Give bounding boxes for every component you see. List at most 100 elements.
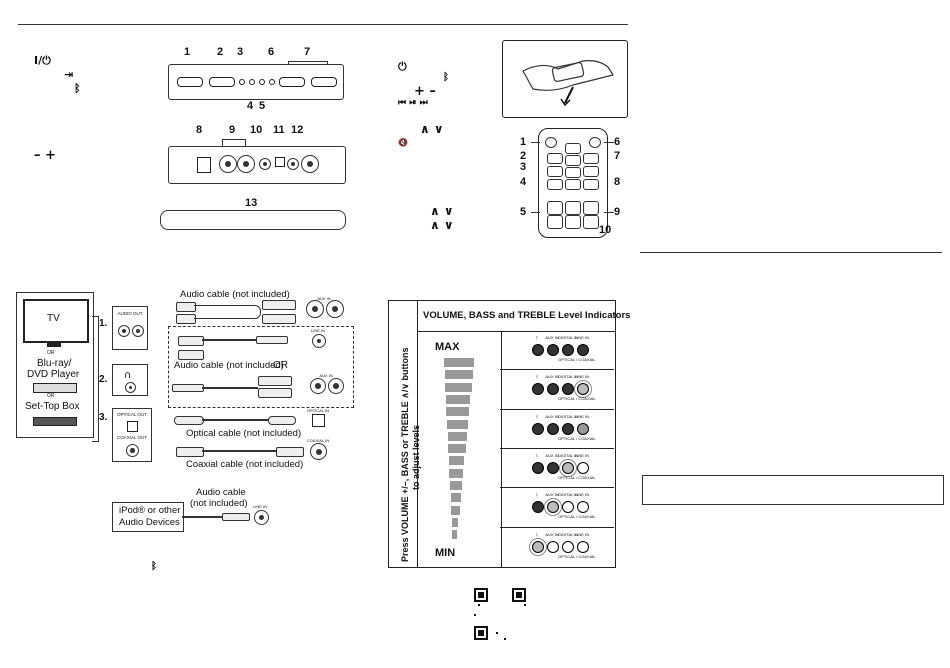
- audio-out-panel: AUDIO OUT: [112, 306, 148, 350]
- remote-power-button[interactable]: [545, 137, 557, 148]
- led-indicator: [532, 344, 544, 356]
- remote-mute-button[interactable]: [589, 137, 601, 148]
- remote-bt-button[interactable]: [583, 153, 599, 164]
- led-indicator: [577, 344, 589, 356]
- audio-out-left-jack: [118, 325, 130, 337]
- level-bar: [450, 481, 462, 490]
- level-bar: [450, 493, 461, 503]
- callout-9: 9: [229, 124, 236, 136]
- level-bar: [448, 444, 466, 454]
- mini-plug: [172, 384, 204, 392]
- led-indicator: [547, 422, 559, 435]
- remote-input-button[interactable]: [547, 153, 563, 164]
- indicator-led-3: [239, 79, 245, 85]
- settop-label: Set-Top Box: [25, 401, 80, 412]
- ipod-label-1: iPod® or other: [119, 505, 181, 516]
- row-divider: [500, 447, 614, 449]
- led-label: LINE IN: [574, 413, 589, 419]
- remote-callout-line: [531, 212, 540, 213]
- remote-bass-button[interactable]: [547, 201, 563, 215]
- coaxial-jack: [301, 155, 319, 173]
- remote-bass-down-button[interactable]: [547, 215, 563, 229]
- input-button[interactable]: [209, 77, 235, 87]
- led-label: AUX IN: [545, 492, 559, 498]
- remote-vol-up-button[interactable]: [583, 179, 599, 190]
- remote-treble-down-button[interactable]: [565, 215, 581, 229]
- coaxial-out-label: COAXIAL OUT: [116, 435, 148, 440]
- audio-cable-2b: [202, 387, 258, 389]
- audio-cable-label-2: Audio cable (not included): [174, 360, 284, 371]
- optical-coaxial-label: OPTICAL / COAXIAL: [558, 474, 596, 480]
- indicator-led-4: [249, 79, 255, 85]
- rca-plug: [262, 314, 296, 324]
- aux-left-jack: [219, 155, 237, 173]
- callout-7: 7: [304, 46, 311, 58]
- remote-callout-8: 8: [614, 176, 621, 188]
- top-control-panel: [168, 64, 344, 100]
- level-bar: [447, 419, 468, 429]
- optical-cable: [202, 419, 268, 421]
- note-box: [642, 475, 944, 505]
- vertical-instruction-1: Press VOLUME +/–, BASS or TREBLE ∧/∨ but…: [400, 347, 410, 562]
- led-label: DIGITAL IN: [558, 374, 579, 380]
- level-bar: [445, 394, 471, 404]
- led-indicator: [547, 461, 559, 474]
- optical-in-port: [312, 414, 325, 427]
- coaxial-in-label: COAXIAL IN: [306, 438, 330, 443]
- remote-callout-2: 2: [520, 150, 527, 162]
- volume-minus-plus-icon: – +: [34, 148, 56, 163]
- remote-right-button[interactable]: [583, 166, 599, 177]
- optical-coaxial-label: OPTICAL / COAXIAL: [558, 553, 596, 559]
- remote-up-button[interactable]: [565, 155, 581, 166]
- battery-illustration: [502, 40, 628, 118]
- optical-port: [275, 157, 285, 167]
- optical-coaxial-label: OPTICAL / COAXIAL: [558, 357, 596, 362]
- bluetooth-icon: ᛒ: [74, 82, 81, 95]
- power-icon: ⏻: [398, 60, 407, 73]
- step-2: 2.: [99, 374, 108, 385]
- remote-down-button[interactable]: [565, 179, 581, 190]
- led-label: DIGITAL IN: [558, 413, 579, 419]
- led-indicator: [577, 501, 589, 514]
- coaxial-plug: [176, 447, 204, 457]
- remote-left-button[interactable]: [547, 166, 563, 177]
- bars-col: [417, 331, 502, 567]
- remote-vol-down-button[interactable]: [547, 179, 563, 190]
- power-button[interactable]: [177, 77, 203, 87]
- plus-minus-icon: + –: [414, 84, 436, 99]
- level-bars: [444, 358, 484, 544]
- led-indicator: [532, 422, 544, 435]
- aux-in-label: AUX IN: [319, 373, 333, 378]
- remote-treble-button[interactable]: [565, 201, 581, 215]
- optical-plug: [268, 416, 296, 425]
- led-indicator: [532, 540, 544, 553]
- line-in-jack: [259, 158, 271, 170]
- led-indicator: [547, 383, 559, 396]
- remote-top-button[interactable]: [565, 143, 581, 154]
- led-label: DIGITAL IN: [558, 335, 579, 340]
- led-label: AUX IN: [545, 374, 559, 380]
- volume-down-button[interactable]: [279, 77, 305, 87]
- or-label: OR: [273, 360, 288, 371]
- coaxial-plug: [276, 447, 304, 457]
- callout-13: 13: [245, 197, 258, 209]
- rca-plug: [262, 300, 296, 310]
- remote-eq-button[interactable]: [583, 201, 599, 215]
- led-label: ᛒ: [535, 413, 539, 419]
- remote-eq-down-button[interactable]: [583, 215, 599, 229]
- led-label: AUX IN: [545, 531, 559, 537]
- level-indicator-table: VOLUME, BASS and TREBLE Level Indicators…: [388, 300, 630, 568]
- top-rule: [18, 24, 628, 25]
- row-divider: [500, 408, 614, 410]
- coaxial-cable: [202, 450, 276, 452]
- rca-plug: [258, 376, 292, 386]
- remote-play-button[interactable]: [565, 167, 581, 178]
- audio-cable-1: [194, 305, 261, 319]
- settop-box-icon: [33, 417, 77, 426]
- led-label: ᛒ: [535, 492, 539, 498]
- qr-code-icon: [472, 586, 528, 642]
- volume-up-button[interactable]: [311, 77, 337, 87]
- remote-callout-4: 4: [520, 176, 527, 188]
- led-label: LINE IN: [574, 335, 589, 340]
